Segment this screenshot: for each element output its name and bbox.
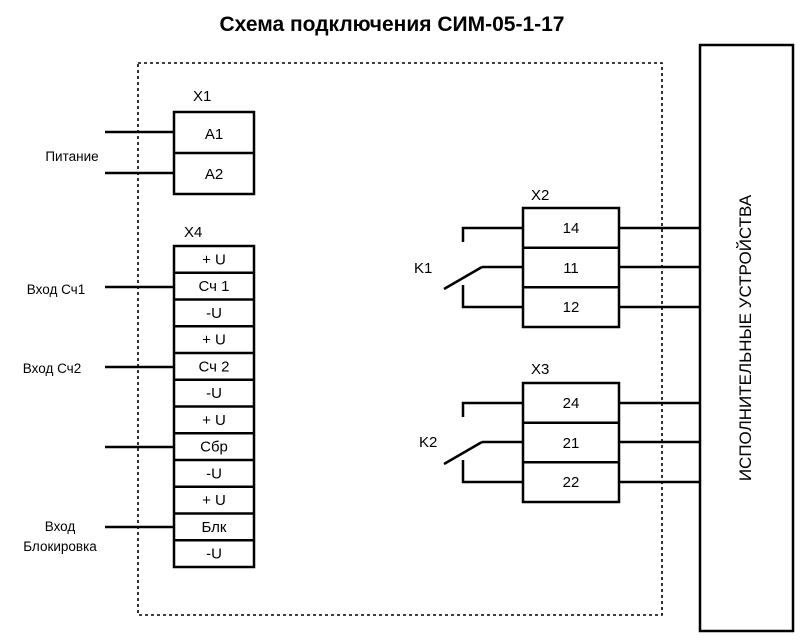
x3-terminal-21: 21 <box>563 435 580 452</box>
x4-terminal-11: Блк <box>202 519 227 536</box>
x4-terminal-5: Сч 2 <box>199 359 230 376</box>
block-input-label-1: Вход <box>45 519 76 534</box>
power-label: Питание <box>45 149 98 164</box>
x4-terminal-1: + U <box>202 252 226 269</box>
x3-terminal-22: 22 <box>563 474 580 491</box>
x4-terminal-4: + U <box>202 332 226 349</box>
x1-terminal-block <box>172 110 256 196</box>
x4-terminal-block <box>172 244 256 569</box>
x4-terminal-9: -U <box>206 466 222 483</box>
count2-input-label: Вход Сч2 <box>23 361 81 376</box>
relay-k1-label: K1 <box>414 260 432 277</box>
x4-terminal-3: -U <box>206 305 222 322</box>
relay-k2-label: K2 <box>419 434 437 451</box>
x4-label: X4 <box>184 224 202 241</box>
x1-terminal-a2: A2 <box>205 166 223 183</box>
x4-terminal-10: + U <box>202 492 226 509</box>
x3-terminal-block <box>521 381 621 504</box>
x4-terminal-12: -U <box>206 546 222 563</box>
x4-terminal-6: -U <box>206 385 222 402</box>
x2-label: X2 <box>531 187 549 204</box>
x3-terminal-24: 24 <box>563 395 580 412</box>
x2-terminal-12: 12 <box>563 299 580 316</box>
x4-terminal-8: Сбр <box>200 439 228 456</box>
x3-label: X3 <box>531 361 549 378</box>
x4-terminal-2: Сч 1 <box>199 278 230 295</box>
x4-terminal-7: + U <box>202 412 226 429</box>
diagram-title: Схема подключения СИМ-05-1-17 <box>220 13 565 36</box>
x2-terminal-14: 14 <box>563 220 580 237</box>
device-outline <box>137 62 663 616</box>
count1-input-label: Вход Сч1 <box>27 282 85 297</box>
relay-k2-contacts <box>443 401 523 484</box>
x2-terminal-11: 11 <box>563 260 579 277</box>
x1-terminal-a1: A1 <box>205 126 223 143</box>
relay-k1-contacts <box>443 226 523 309</box>
x1-label: X1 <box>193 88 211 105</box>
block-input-label-2: Блокировка <box>23 539 97 554</box>
actuators-label: ИСПОЛНИТЕЛЬНЫЕ УСТРОЙСТВА <box>736 194 755 481</box>
actuators-box <box>698 43 795 633</box>
